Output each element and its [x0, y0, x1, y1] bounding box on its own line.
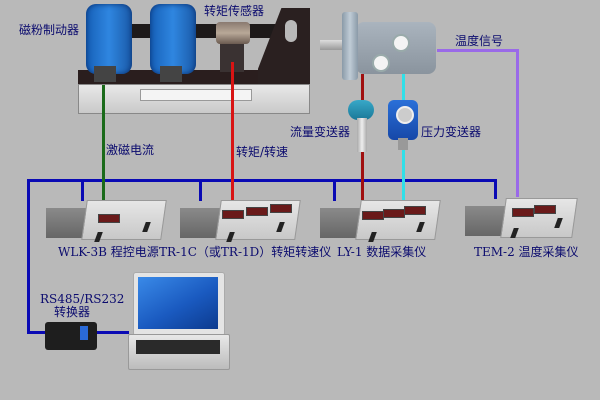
display — [404, 206, 426, 215]
instrument-side — [46, 208, 86, 238]
laptop-keyboard — [136, 340, 220, 354]
pressure-gauge-face — [396, 106, 414, 124]
bus-drop-ly — [333, 179, 336, 201]
instrument-front — [81, 200, 167, 240]
torque-sensor — [216, 22, 250, 44]
bus-wire-left-vertical — [27, 179, 30, 334]
label-instrument-wlk3b: WLK-3B 程控电源 — [58, 245, 159, 259]
display — [512, 208, 534, 217]
label-converter-line2: 转换器 — [54, 305, 91, 319]
instrument-side — [320, 208, 360, 238]
motor-shaft — [320, 40, 346, 50]
label-temperature-signal: 温度信号 — [455, 34, 504, 48]
bus-drop-tem — [494, 179, 497, 199]
display — [362, 211, 384, 220]
excitation-current-wire — [102, 85, 105, 200]
label-excitation-current: 激磁电流 — [106, 143, 155, 157]
bus-wire-to-converter — [27, 331, 47, 334]
temperature-wire-vertical — [516, 49, 519, 197]
label-torque-speed: 转矩/转速 — [236, 145, 289, 159]
rs485-rs232-converter — [45, 322, 97, 350]
flow-transmitter-stem — [357, 118, 367, 152]
display — [534, 205, 556, 214]
bus-wire-horizontal — [27, 179, 497, 182]
pressure-wire-lower — [402, 150, 405, 200]
display — [246, 207, 268, 216]
instrument-side — [180, 208, 220, 238]
converter-terminal — [80, 326, 88, 340]
laptop-screen — [138, 277, 218, 329]
temperature-wire-horizontal — [437, 49, 519, 52]
brake-coil-2 — [150, 4, 196, 74]
bus-drop-tr — [199, 179, 202, 201]
label-instrument-tr1c: TR-1C（或TR-1D）转矩转速仪 — [159, 245, 332, 259]
label-converter-line1: RS485/RS232 — [40, 292, 125, 306]
label-torque-sensor: 转矩传感器 — [204, 4, 265, 18]
flow-wire-lower — [361, 152, 364, 200]
motor-port-2 — [372, 54, 390, 72]
label-pressure-transmitter: 压力变送器 — [421, 125, 482, 139]
flow-wire-upper — [361, 74, 364, 100]
nameplate — [140, 89, 252, 101]
brake-coil-1 — [86, 4, 132, 74]
motor-port-1 — [392, 34, 410, 52]
instrument-front — [355, 200, 441, 240]
display — [98, 214, 120, 223]
torque-speed-wire — [231, 62, 234, 200]
bus-drop-wlk — [81, 179, 84, 201]
brake-foot-1 — [94, 66, 116, 82]
flow-transmitter — [348, 100, 374, 120]
motor-flange — [342, 12, 358, 80]
instrument-side — [465, 206, 505, 236]
converter-to-laptop-wire — [97, 331, 129, 334]
bracket-hole — [285, 20, 297, 42]
mounting-bracket — [258, 8, 310, 84]
display — [270, 204, 292, 213]
pressure-wire-upper — [402, 74, 405, 100]
label-instrument-tem2: TEM-2 温度采集仪 — [474, 245, 579, 259]
display — [383, 209, 405, 218]
label-instrument-ly1: LY-1 数据采集仪 — [337, 245, 427, 259]
bench-frame — [78, 70, 308, 86]
display — [222, 210, 244, 219]
brake-foot-2 — [160, 66, 182, 82]
label-flow-transmitter: 流量变送器 — [290, 125, 351, 139]
pressure-transmitter-stem — [398, 138, 408, 150]
label-magnetic-powder-brake: 磁粉制动器 — [19, 23, 80, 37]
